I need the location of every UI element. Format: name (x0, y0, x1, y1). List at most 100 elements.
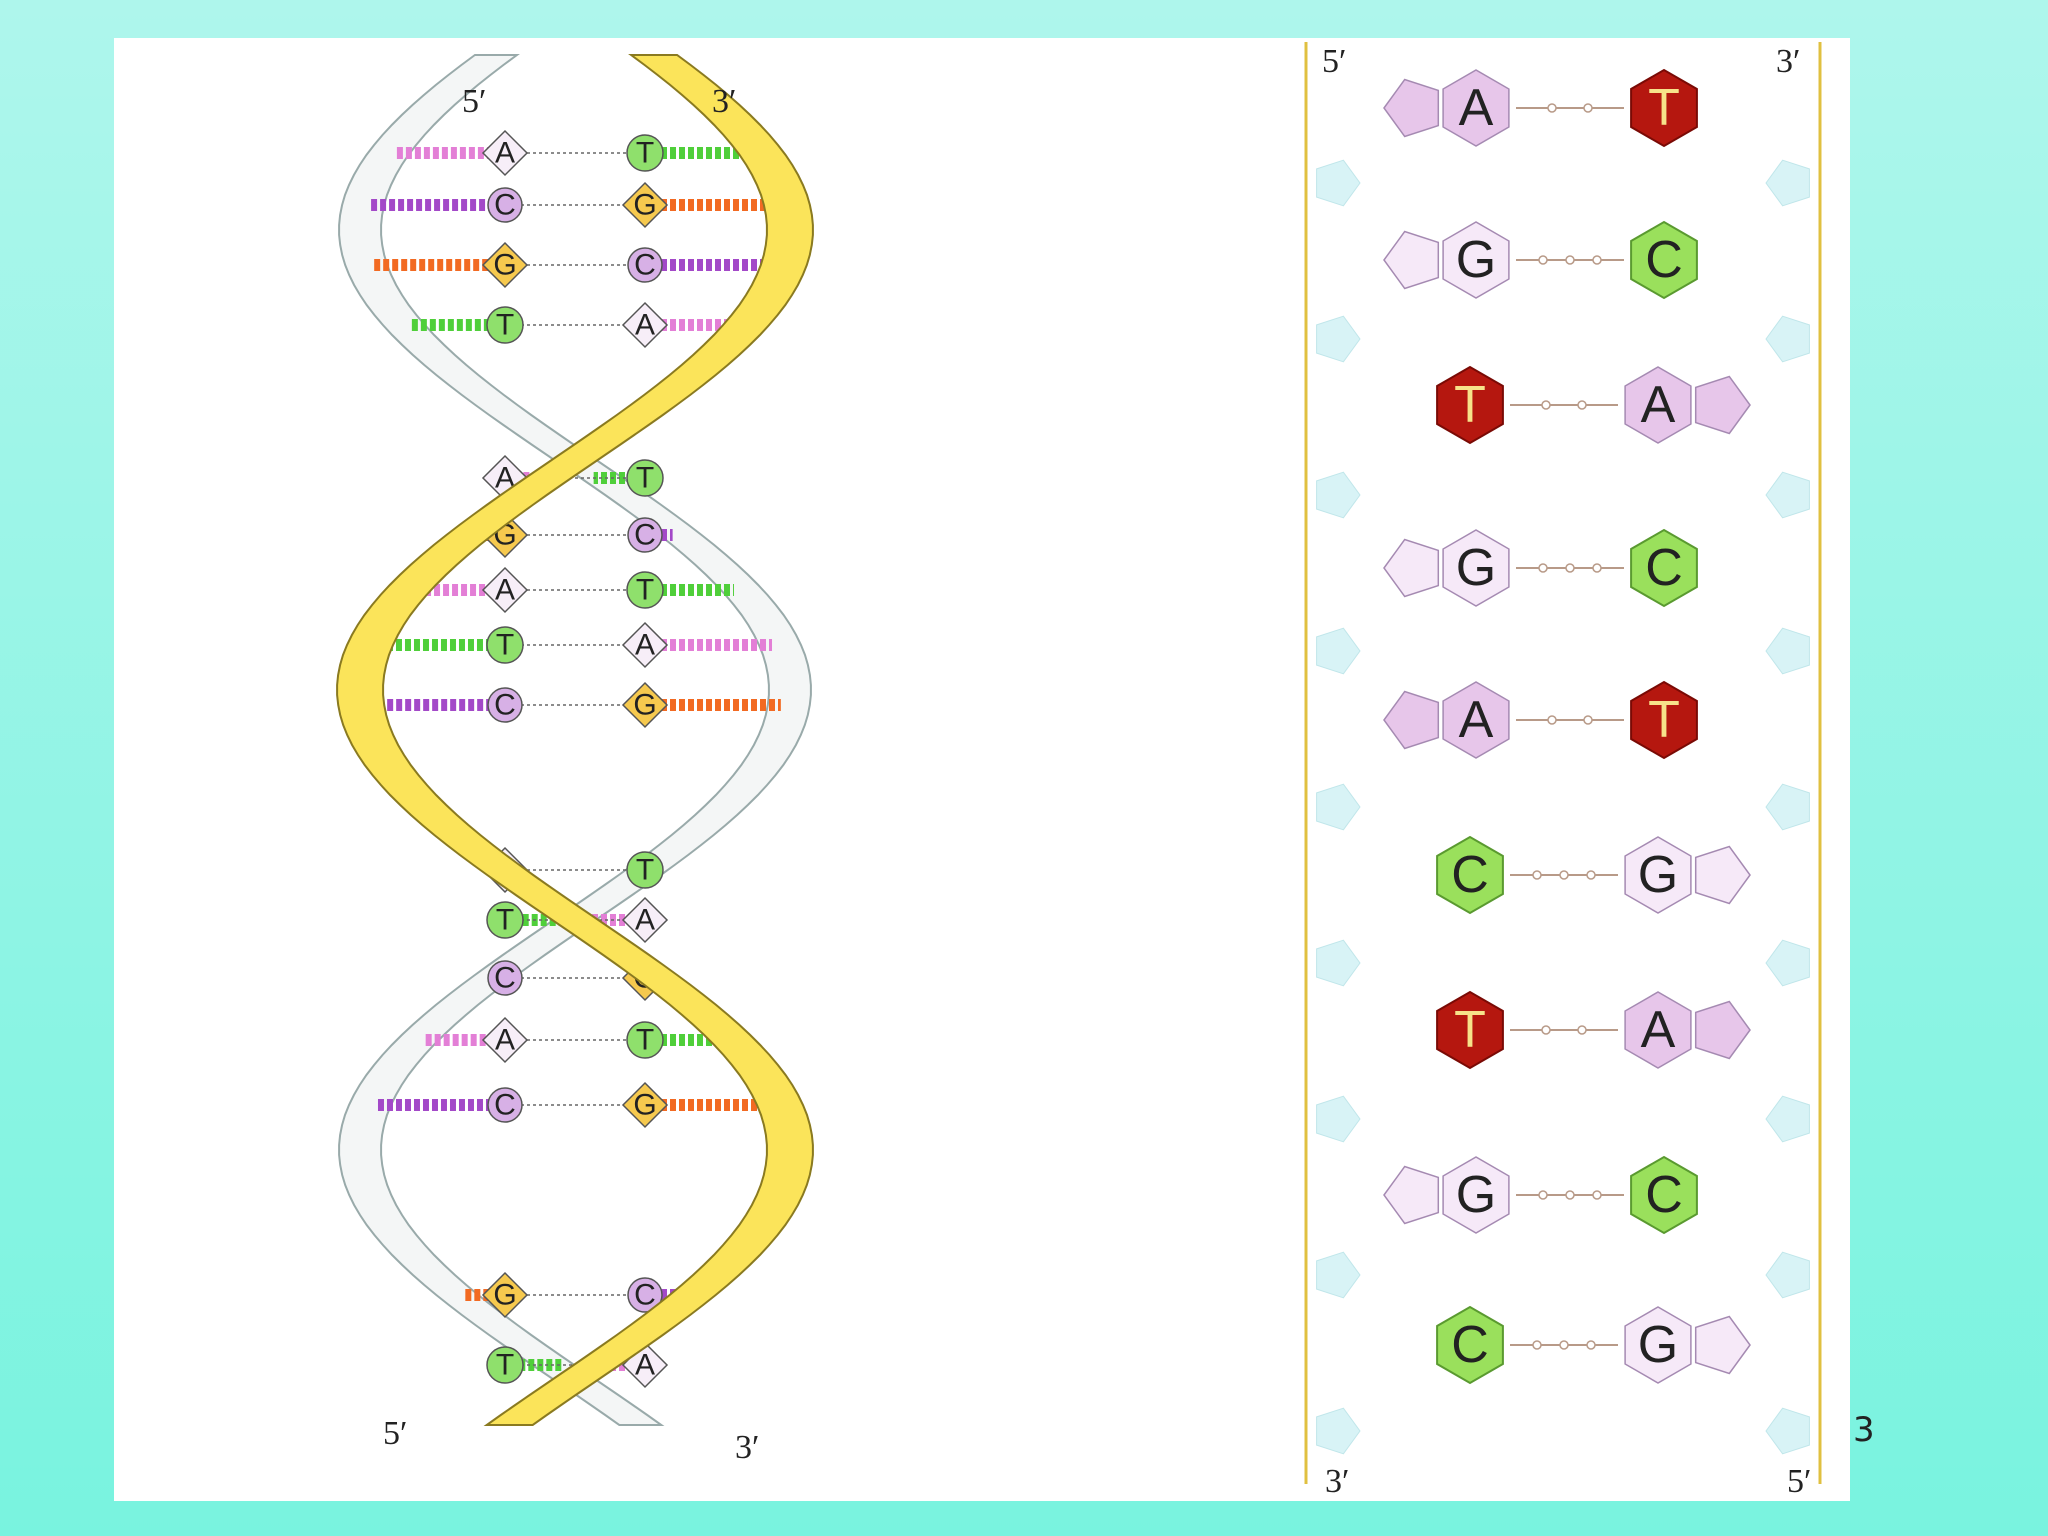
bond-dot (1559, 870, 1569, 880)
sugar-right-icon (1765, 939, 1810, 987)
helix-base-label: A (495, 137, 515, 170)
sugar-left-icon (1316, 939, 1361, 987)
helix-base-G-shape (481, 241, 529, 289)
sugar-right-icon (1765, 1407, 1810, 1455)
helix-base-label: C (494, 689, 516, 722)
page-number: 3 (1853, 1410, 1875, 1450)
ladder-base-label: T (1454, 1001, 1486, 1059)
ladder-base-T-shape (1436, 365, 1504, 445)
sugar-left-icon (1316, 159, 1361, 207)
bond-dot (1583, 715, 1593, 725)
sugar-left-icon (1316, 1095, 1361, 1143)
ladder-base-A-shape (1442, 69, 1510, 147)
helix-base-label: C (634, 249, 656, 282)
helix-top-right-label: 3′ (712, 83, 736, 120)
helix-base-A-shape (621, 301, 669, 349)
ladder-base-label: A (1641, 1001, 1676, 1059)
helix-backbone-strand-1 (336, 54, 814, 1426)
sugar-left-icon (1316, 1407, 1361, 1455)
helix-base-label: G (633, 189, 656, 222)
purine-ring-icon (1694, 375, 1751, 435)
helix-base-label: G (633, 1089, 656, 1122)
helix-base-C-shape (487, 960, 523, 996)
bond-dot (1586, 870, 1596, 880)
ladder-base-label: T (1648, 691, 1680, 749)
sugar-left-icon (1316, 783, 1361, 831)
helix-base-G-shape (621, 181, 669, 229)
helix-base-label: T (636, 854, 654, 887)
ladder-base-label: A (1459, 691, 1494, 749)
helix-base-label: T (496, 629, 514, 662)
bond-dot (1592, 1190, 1602, 1200)
helix-base-label: C (634, 1279, 656, 1312)
helix-top-left-label: 5′ (462, 83, 486, 120)
bond-dot (1538, 255, 1548, 265)
sugar-right-icon (1765, 471, 1810, 519)
helix-base-T-shape (626, 459, 664, 497)
helix-base-label: T (636, 574, 654, 607)
purine-ring-icon (1694, 1315, 1751, 1375)
helix-base-T-shape (486, 306, 524, 344)
ladder-base-C-shape (1630, 1155, 1698, 1235)
purine-ring-icon (1383, 230, 1440, 290)
sugar-right-icon (1765, 783, 1810, 831)
ladder-top-left-label: 5′ (1322, 43, 1346, 80)
helix-base-label: A (635, 309, 655, 342)
sugar-right-icon (1765, 159, 1810, 207)
bond-dot (1586, 1340, 1596, 1350)
helix-base-label: C (494, 962, 516, 995)
ladder-base-C-shape (1436, 1305, 1504, 1385)
bond-dot (1565, 255, 1575, 265)
bond-dot (1538, 563, 1548, 573)
ladder-base-T-shape (1630, 68, 1698, 148)
purine-ring-icon (1383, 538, 1440, 598)
bond-dot (1565, 1190, 1575, 1200)
ladder-base-label: G (1456, 231, 1496, 289)
bond-dot (1592, 255, 1602, 265)
bond-dot (1565, 563, 1575, 573)
sugar-right-icon (1765, 1251, 1810, 1299)
helix-base-C-shape (487, 687, 523, 723)
bond-dot (1559, 1340, 1569, 1350)
ladder-base-T-shape (1436, 990, 1504, 1070)
helix-base-T-shape (626, 134, 664, 172)
ladder-base-G-shape (1442, 529, 1510, 607)
bond-dot (1538, 1190, 1548, 1200)
sugar-left-icon (1316, 627, 1361, 675)
bond-dot (1547, 103, 1557, 113)
double-helix-diagram: ATCGGCTAATGCATTACGATTACGATCGGCTA (336, 54, 814, 1426)
sugar-left-icon (1316, 315, 1361, 363)
ladder-bottom-right-label: 5′ (1787, 1463, 1811, 1500)
purine-ring-icon (1694, 845, 1751, 905)
helix-base-label: G (493, 249, 516, 282)
ladder-base-label: C (1451, 1316, 1489, 1374)
helix-base-A-shape (621, 896, 669, 944)
ladder-base-A-shape (1442, 681, 1510, 759)
purine-ring-icon (1383, 690, 1440, 750)
purine-ring-icon (1694, 1000, 1751, 1060)
ladder-base-label: C (1645, 231, 1683, 289)
helix-base-label: C (634, 519, 656, 552)
sugar-right-icon (1765, 1095, 1810, 1143)
helix-base-C-shape (487, 187, 523, 223)
helix-base-label: T (496, 1349, 514, 1382)
sugar-left-icon (1316, 471, 1361, 519)
helix-base-C-shape (627, 1277, 663, 1313)
ladder-base-T-shape (1630, 680, 1698, 760)
ladder-base-C-shape (1436, 835, 1504, 915)
ladder-base-label: A (1641, 376, 1676, 434)
helix-base-G-shape (481, 1271, 529, 1319)
helix-base-label: C (494, 189, 516, 222)
